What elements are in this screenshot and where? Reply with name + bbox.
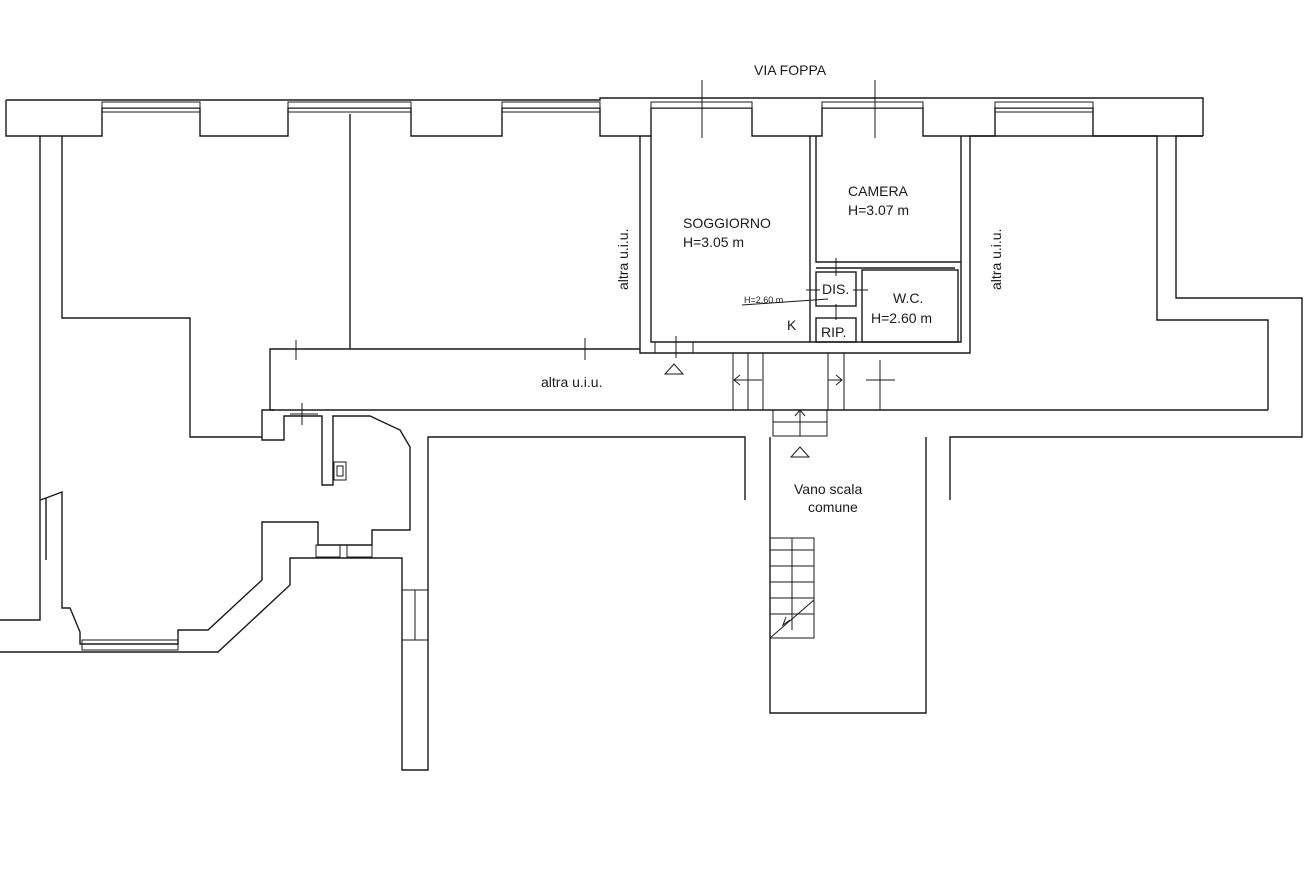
neighbor-corridor-label: altra u.i.u. [541, 374, 602, 390]
corridor [269, 338, 1268, 411]
neighbor-left-label: altra u.i.u. [615, 229, 631, 290]
stair-label-line1: Vano scala [794, 481, 862, 497]
window [501, 101, 601, 109]
stair-landing [732, 352, 845, 437]
window [994, 101, 1094, 109]
room-wc-name: W.C. [893, 290, 923, 306]
stairwell [769, 437, 927, 714]
room-camera-name: CAMERA [848, 183, 909, 199]
facade-windows [101, 101, 1094, 113]
room-rip-name: RIP. [821, 324, 846, 340]
room-wc-height: H=2.60 m [871, 310, 932, 326]
apartment [639, 136, 971, 358]
room-soggiorno-name: SOGGIORNO [683, 215, 771, 231]
dis-height-label: H=2.60 m [744, 295, 783, 305]
neighbor-right-label: altra u.i.u. [988, 229, 1004, 290]
window [821, 101, 924, 109]
right-wing [949, 135, 1303, 500]
window [287, 101, 412, 109]
room-dis-name: DIS. [822, 281, 849, 297]
room-camera-height: H=3.07 m [848, 202, 909, 218]
stair-label-line2: comune [808, 499, 858, 515]
left-wing [0, 114, 746, 771]
entrance-marker [789, 446, 811, 458]
room-soggiorno-height: H=3.05 m [683, 234, 744, 250]
room-kitchen-name: K [787, 317, 797, 333]
window [101, 101, 201, 109]
street-label: VIA FOPPA [754, 62, 827, 78]
entrance-marker [663, 363, 685, 375]
